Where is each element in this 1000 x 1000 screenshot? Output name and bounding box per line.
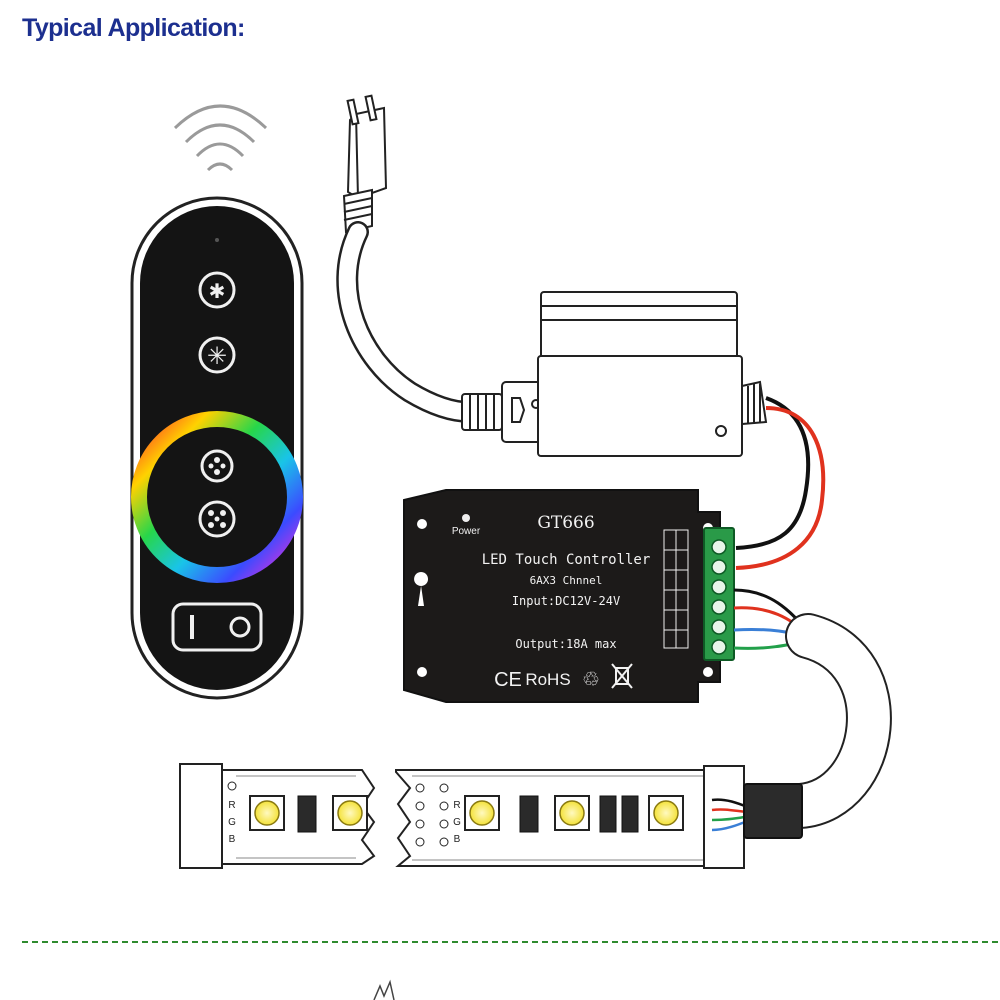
strip-pin-r-right: R <box>453 800 460 811</box>
mount-hole <box>703 667 713 677</box>
terminal-block[interactable] <box>703 527 735 661</box>
controller-title: LED Touch Controller <box>482 552 651 568</box>
weee-bin-icon <box>611 663 633 689</box>
strip-connector <box>703 765 803 869</box>
svg-text:✳: ✳ <box>207 343 227 370</box>
power-led <box>462 514 470 522</box>
color-touch-ring[interactable] <box>131 411 303 583</box>
power-supply <box>461 291 768 457</box>
rohs-mark-icon: RoHS <box>525 670 570 689</box>
led-chip <box>464 795 500 831</box>
led-strip: R G B R G B <box>179 763 803 869</box>
svg-text:✱: ✱ <box>209 281 226 303</box>
mount-hole <box>417 667 427 677</box>
keyhole-slot <box>414 572 429 606</box>
mount-hole <box>417 519 427 529</box>
controller-output: Output:18A max <box>515 637 616 651</box>
resistor <box>297 795 317 833</box>
strip-end-cap <box>179 763 223 869</box>
page-heading: Typical Application: <box>22 14 245 42</box>
wire-red-psu <box>735 406 826 570</box>
mode-icon[interactable] <box>200 449 234 483</box>
resistor <box>519 795 539 833</box>
led-chip <box>332 795 368 831</box>
power-label: Power <box>452 526 481 537</box>
controller-input: Input:DC12V-24V <box>512 594 620 608</box>
recycle-icon: ♲ <box>582 669 600 691</box>
resistor <box>621 795 639 833</box>
strip-pin-b-right: B <box>454 834 461 845</box>
ce-mark-icon: CE <box>494 669 522 691</box>
ac-plug <box>342 94 388 234</box>
wifi-signal-icon <box>173 104 268 172</box>
strip-pin-g-right: G <box>453 817 461 828</box>
led-controller: Power GT666 LED Touch Controller 6AX3 Ch… <box>403 489 735 703</box>
led-chip <box>554 795 590 831</box>
terminal-label-table <box>663 529 689 649</box>
brightness-max-icon[interactable]: ✳ <box>198 336 236 374</box>
strip-pin-b-left: B <box>229 834 236 845</box>
strip-pin-r-left: R <box>228 800 235 811</box>
cropped-glyph <box>373 979 395 1000</box>
on-off-switch-icon[interactable] <box>171 602 263 652</box>
touch-remote: ✱ ✳ <box>130 196 304 700</box>
brightness-up-icon[interactable]: ✱ <box>198 271 236 309</box>
resistor <box>599 795 617 833</box>
speed-icon[interactable] <box>198 500 236 538</box>
led-chip <box>648 795 684 831</box>
controller-channels: 6AX3 Chnnel <box>530 574 603 587</box>
led-chip <box>249 795 285 831</box>
strip-pin-g-left: G <box>228 817 236 828</box>
controller-model: GT666 <box>537 513 594 533</box>
